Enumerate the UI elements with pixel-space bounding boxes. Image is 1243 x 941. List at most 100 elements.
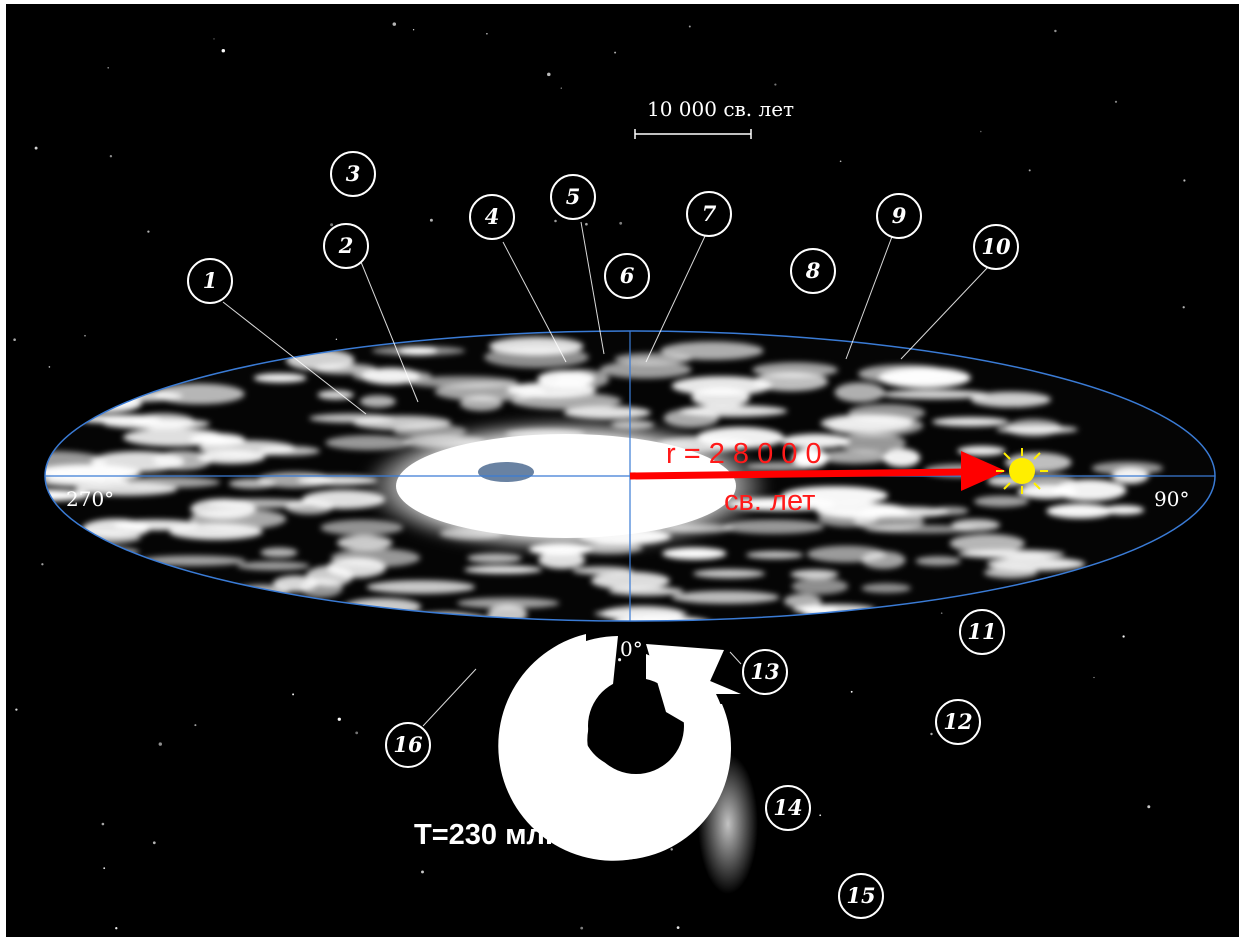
radius-unit-label: св. лет xyxy=(724,485,815,517)
spiral-arm-streak xyxy=(45,530,141,546)
star xyxy=(337,717,341,721)
spiral-arm-streak xyxy=(153,383,245,405)
spiral-arm-streak xyxy=(45,489,89,502)
spiral-arm-streak xyxy=(792,448,829,469)
star xyxy=(1114,100,1118,103)
star xyxy=(335,338,338,340)
star xyxy=(115,927,118,930)
marker-label: 14 xyxy=(773,795,802,820)
spiral-arm-streak xyxy=(123,428,226,447)
marker-5: 5 xyxy=(550,174,596,220)
marker-label: 3 xyxy=(346,161,361,186)
spiral-arm-streak xyxy=(1046,503,1114,519)
star xyxy=(554,219,557,223)
spiral-arm-streak xyxy=(839,433,906,453)
spiral-arm-streak xyxy=(359,395,396,408)
spiral-arm-streak xyxy=(60,565,170,577)
spiral-arm-streak xyxy=(662,547,727,560)
star xyxy=(618,658,622,662)
star xyxy=(676,926,680,929)
spiral-arm-streak xyxy=(745,550,804,559)
star xyxy=(940,612,943,614)
star xyxy=(292,693,295,696)
marker-1: 1 xyxy=(187,258,233,304)
star xyxy=(13,338,16,342)
spiral-arm-streak xyxy=(608,586,684,596)
star xyxy=(619,221,623,225)
spiral-arm-streak xyxy=(781,433,851,449)
spiral-arm-streak xyxy=(671,590,780,604)
star xyxy=(930,732,933,736)
star xyxy=(580,926,584,930)
spiral-arm-streak xyxy=(407,376,518,388)
star xyxy=(688,25,691,28)
spiral-arm-streak xyxy=(671,376,772,396)
spiral-arm-streak xyxy=(218,597,326,615)
spiral-arm-streak xyxy=(563,406,651,420)
spiral-arm-streak xyxy=(538,551,586,569)
marker-11: 11 xyxy=(959,609,1005,655)
marker-7: 7 xyxy=(686,191,732,237)
star xyxy=(41,563,44,566)
marker-6: 6 xyxy=(604,253,650,299)
spiral-arm-streak xyxy=(325,435,412,451)
marker-label: 6 xyxy=(620,263,635,288)
star xyxy=(15,708,18,711)
spiral-arm-streak xyxy=(366,580,476,594)
star xyxy=(221,48,226,53)
spiral-arm-streak xyxy=(848,404,926,422)
marker-10: 10 xyxy=(973,224,1019,270)
spiral-arm-streak xyxy=(861,551,906,569)
star xyxy=(839,160,842,163)
marker-label: 12 xyxy=(943,709,972,734)
star xyxy=(547,72,551,77)
spiral-arm-streak xyxy=(781,486,889,505)
marker-label: 10 xyxy=(981,234,1011,259)
star xyxy=(1122,635,1125,638)
star xyxy=(392,22,397,26)
rotation-arrow-icon xyxy=(498,634,741,861)
star xyxy=(486,33,488,35)
spiral-arm-streak xyxy=(973,495,1029,508)
spiral-arm-streak xyxy=(467,553,522,563)
spiral-arm-streak xyxy=(861,583,911,593)
star xyxy=(147,230,150,233)
star xyxy=(1147,805,1151,809)
star xyxy=(330,223,334,227)
radius-arrow-icon xyxy=(629,451,1006,491)
star xyxy=(107,66,110,69)
spiral-arm-streak xyxy=(613,615,712,621)
star xyxy=(1054,29,1057,33)
star xyxy=(585,222,588,226)
marker-12: 12 xyxy=(935,699,981,745)
marker-label: 5 xyxy=(566,184,581,209)
spiral-arm-streak xyxy=(309,413,394,423)
star xyxy=(412,29,415,31)
spiral-arm-streak xyxy=(949,534,1025,553)
marker-2: 2 xyxy=(323,223,369,269)
spiral-arm-streak xyxy=(932,506,969,515)
spiral-arm-streak xyxy=(883,448,921,467)
spiral-arm-streak xyxy=(783,593,822,609)
spiral-arm-streak xyxy=(722,519,825,534)
star xyxy=(819,814,822,817)
spiral-arm-streak xyxy=(556,369,610,389)
star xyxy=(213,38,215,40)
star xyxy=(1093,676,1095,679)
star xyxy=(194,724,197,727)
marker-label: 8 xyxy=(805,258,821,283)
spiral-arm-streak xyxy=(881,389,989,399)
spiral-arm-streak xyxy=(320,519,404,536)
spiral-arm-streak xyxy=(45,510,47,528)
star xyxy=(34,146,38,150)
marker-label: 16 xyxy=(393,732,423,757)
star xyxy=(421,870,424,874)
scale-bar xyxy=(634,129,752,139)
marker-label: 4 xyxy=(485,204,500,229)
spiral-arm-streak xyxy=(45,428,55,447)
spiral-arm-streak xyxy=(957,445,1006,456)
spiral-arm-streak xyxy=(834,382,885,403)
spiral-arm-streak xyxy=(203,591,284,611)
